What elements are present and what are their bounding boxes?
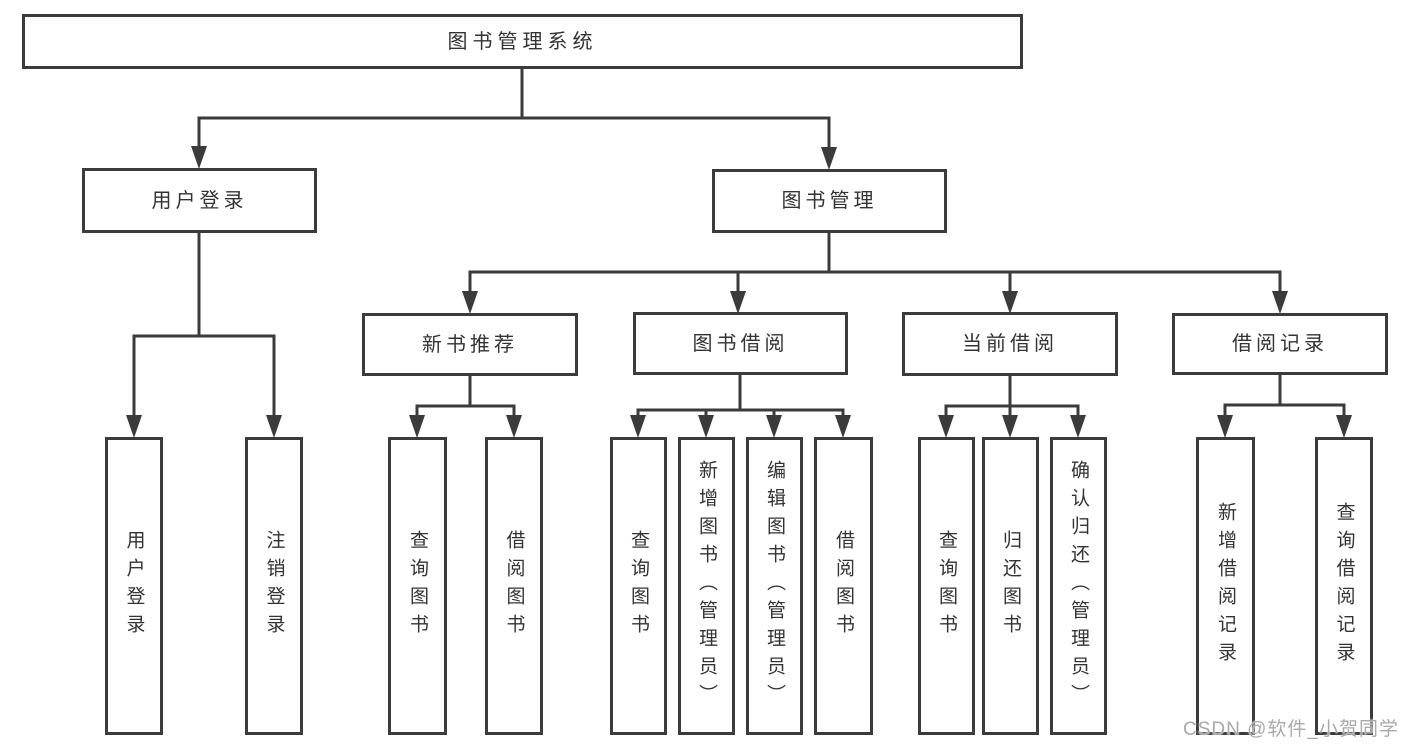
branch-root xyxy=(191,67,837,170)
leaf-query-books-recommend: 查询图书 xyxy=(388,437,447,735)
leaf-logout: 注销登录 xyxy=(245,437,303,735)
branch-management xyxy=(462,231,1288,314)
node-borrow-records: 借阅记录 xyxy=(1172,313,1388,375)
leaf-query-books-current: 查询图书 xyxy=(918,437,975,735)
leaf-user-login: 用户登录 xyxy=(105,437,163,735)
node-current-borrow: 当前借阅 xyxy=(902,312,1118,376)
watermark: CSDN @软件_小贺同学 xyxy=(1183,719,1399,740)
branch-current xyxy=(938,374,1086,438)
branch-records xyxy=(1217,373,1352,438)
branch-login xyxy=(126,231,282,438)
leaf-add-borrow-record: 新增借阅记录 xyxy=(1196,437,1255,735)
leaf-return-books: 归还图书 xyxy=(982,437,1039,735)
leaf-borrow-books-recommend: 借阅图书 xyxy=(485,437,543,735)
node-book-management-branch: 图书管理 xyxy=(712,169,947,233)
leaf-borrow-books: 借阅图书 xyxy=(814,437,873,735)
leaf-query-borrow-record: 查询借阅记录 xyxy=(1315,437,1373,735)
leaf-edit-books-admin: 编辑图书（管理员） xyxy=(746,437,803,735)
leaf-query-books-borrow: 查询图书 xyxy=(610,437,667,735)
leaf-confirm-return-admin: 确认归还（管理员） xyxy=(1050,437,1107,735)
branch-recommend xyxy=(409,374,522,438)
node-library-system: 图书管理系统 xyxy=(22,14,1023,69)
branch-borrow xyxy=(630,373,851,438)
node-new-book-recommend: 新书推荐 xyxy=(362,313,578,376)
leaf-add-books-admin: 新增图书（管理员） xyxy=(678,437,735,735)
node-book-borrow: 图书借阅 xyxy=(633,312,848,375)
node-user-login-branch: 用户登录 xyxy=(82,168,317,233)
